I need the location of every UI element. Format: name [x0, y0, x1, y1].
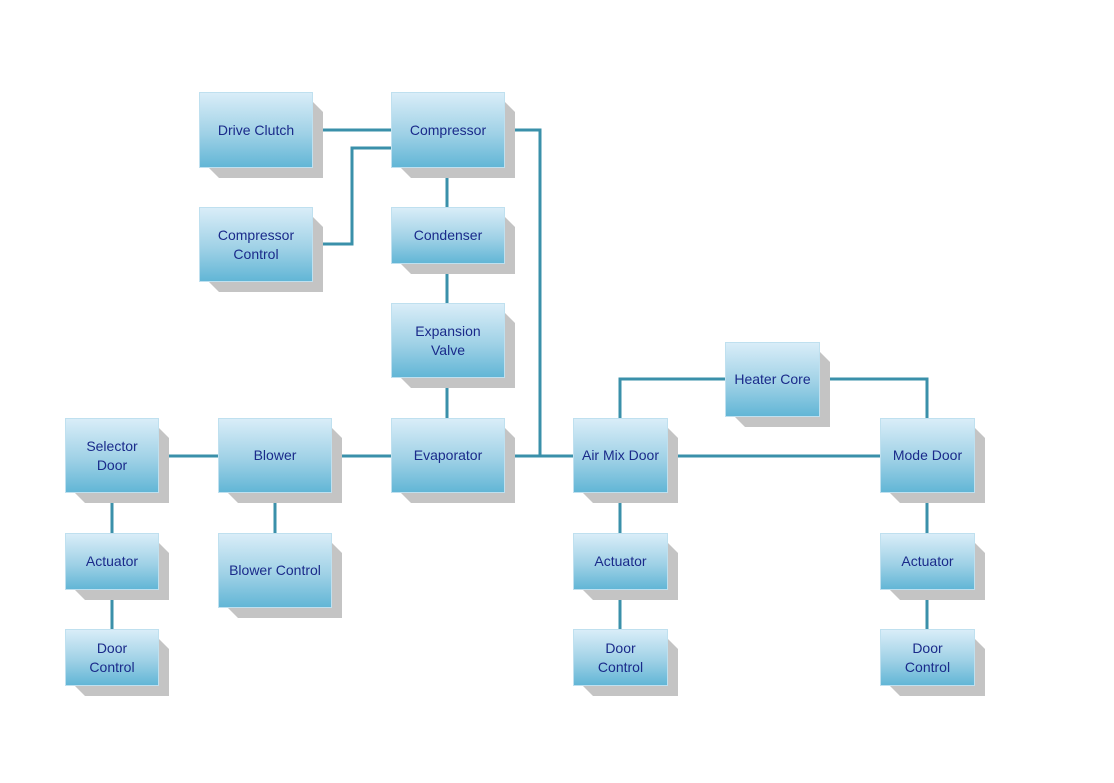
node-selector-door-control[interactable]: Door Control — [65, 629, 159, 686]
node-label: Door Control — [573, 629, 668, 686]
connector-airmix-heater — [618, 377, 725, 418]
node-drive-clutch[interactable]: Drive Clutch — [199, 92, 313, 168]
node-air-mix-door[interactable]: Air Mix Door — [573, 418, 668, 493]
node-air-mix-door-control[interactable]: Door Control — [573, 629, 668, 686]
node-label: Blower Control — [218, 533, 332, 608]
node-mode-actuator[interactable]: Actuator — [880, 533, 975, 590]
node-label: Air Mix Door — [573, 418, 668, 493]
connector-heater-mode — [820, 377, 929, 418]
node-heater-core[interactable]: Heater Core — [725, 342, 820, 417]
node-air-mix-actuator[interactable]: Actuator — [573, 533, 668, 590]
node-label: Heater Core — [725, 342, 820, 417]
node-compressor-control[interactable]: Compressor Control — [199, 207, 313, 282]
node-label: Compressor Control — [199, 207, 313, 282]
node-blower[interactable]: Blower — [218, 418, 332, 493]
node-mode-door[interactable]: Mode Door — [880, 418, 975, 493]
node-condenser[interactable]: Condenser — [391, 207, 505, 264]
connector-compressor-airmix — [505, 128, 573, 458]
node-label: Drive Clutch — [199, 92, 313, 168]
node-label: Expansion Valve — [391, 303, 505, 378]
node-label: Actuator — [880, 533, 975, 590]
node-label: Evaporator — [391, 418, 505, 493]
node-label: Blower — [218, 418, 332, 493]
node-label: Door Control — [880, 629, 975, 686]
node-mode-door-control[interactable]: Door Control — [880, 629, 975, 686]
node-label: Mode Door — [880, 418, 975, 493]
node-evaporator[interactable]: Evaporator — [391, 418, 505, 493]
node-label: Compressor — [391, 92, 505, 168]
node-label: Actuator — [65, 533, 159, 590]
node-selector-door[interactable]: Selector Door — [65, 418, 159, 493]
node-expansion-valve[interactable]: Expansion Valve — [391, 303, 505, 378]
node-selector-actuator[interactable]: Actuator — [65, 533, 159, 590]
node-compressor[interactable]: Compressor — [391, 92, 505, 168]
node-label: Condenser — [391, 207, 505, 264]
node-label: Door Control — [65, 629, 159, 686]
node-label: Actuator — [573, 533, 668, 590]
node-blower-control[interactable]: Blower Control — [218, 533, 332, 608]
node-label: Selector Door — [65, 418, 159, 493]
connector-compressor-control — [313, 146, 391, 246]
